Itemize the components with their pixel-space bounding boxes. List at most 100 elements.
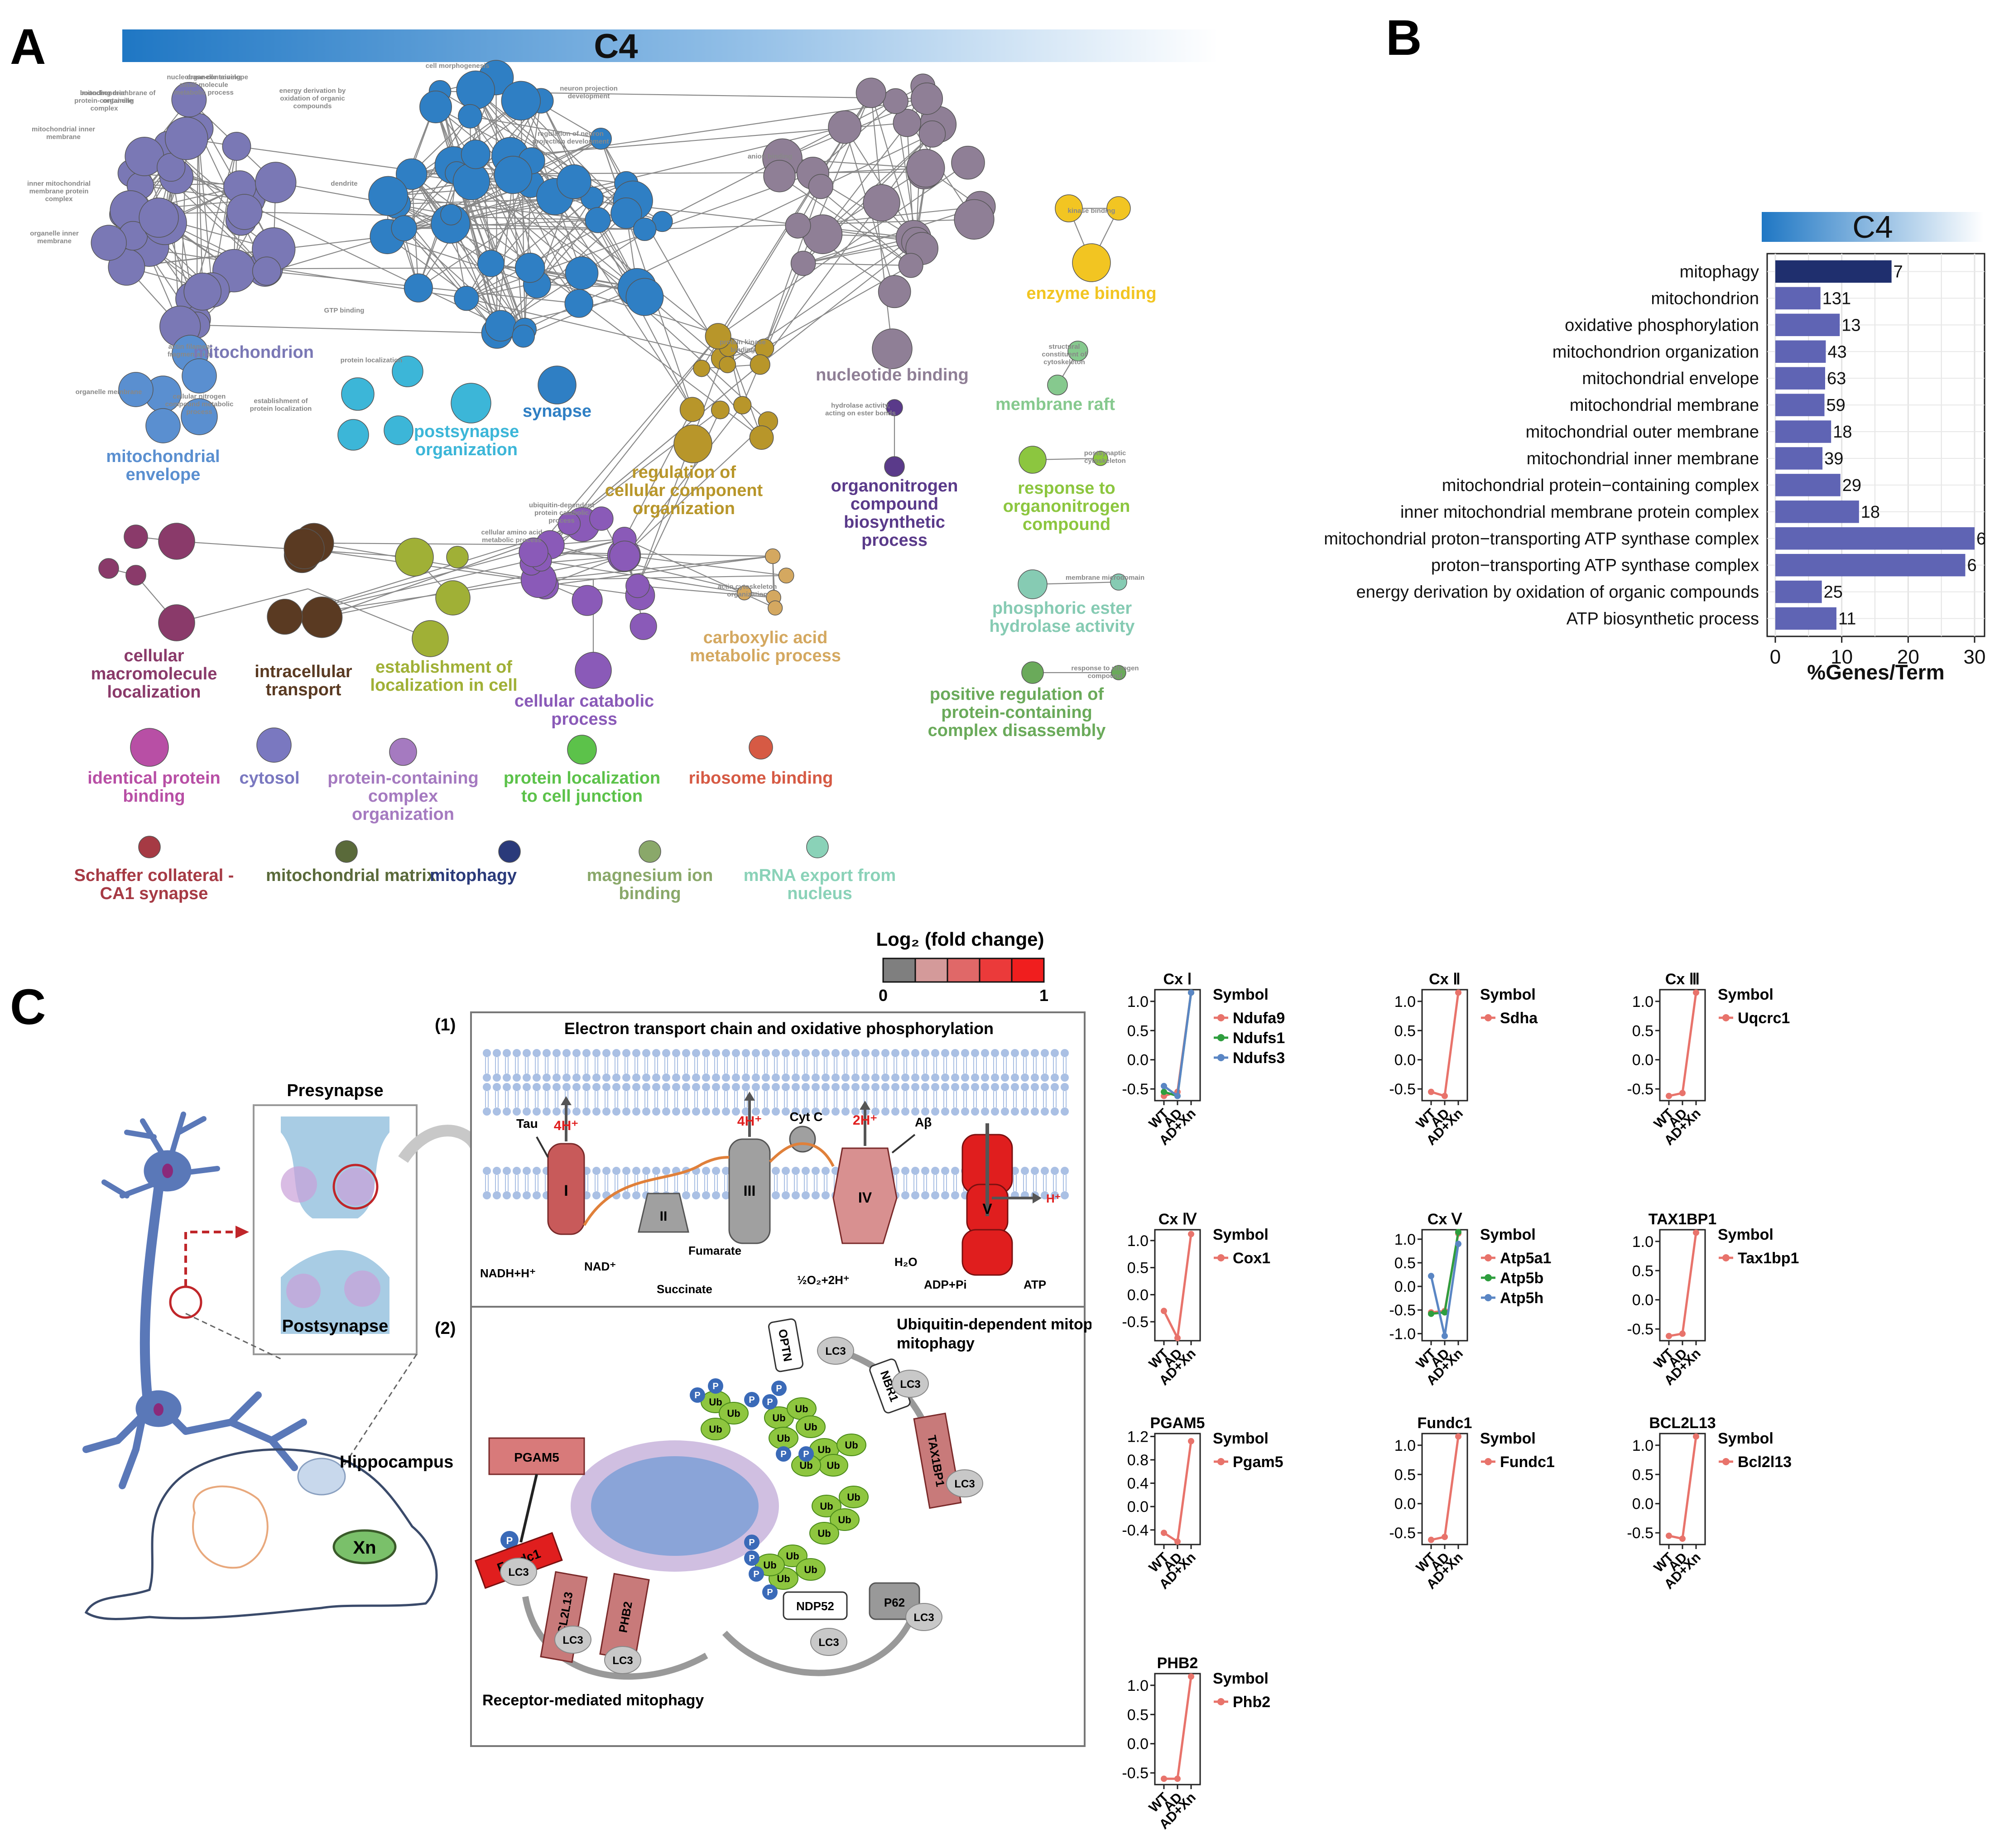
plot-y-tick: 0.0 xyxy=(1127,1736,1149,1753)
xn-dish-icon xyxy=(332,1529,397,1564)
small-term-label: actin cytoskeleton xyxy=(718,583,777,591)
colorbar-swatch xyxy=(947,958,980,983)
plot-frame xyxy=(1154,1673,1201,1785)
ubiquitin-icon xyxy=(719,1402,749,1424)
singleton-label: binding xyxy=(619,884,681,903)
ubiquitin-mitophagy-title: Ubiquitin-dependent mitophagy xyxy=(897,1316,1091,1333)
singleton-label: cytosol xyxy=(239,769,299,788)
plot-y-tick: -0.5 xyxy=(1389,1525,1416,1542)
small-term-label: structural xyxy=(1048,343,1080,351)
small-term-label: cytoskeleton xyxy=(1084,457,1126,465)
plot-y-tick: 1.0 xyxy=(1127,1677,1149,1694)
lc3-label: LC3 xyxy=(954,1478,975,1490)
cluster-label: establishment of xyxy=(375,658,512,677)
receptor-mitophagy-title: Receptor-mediated mitophagy xyxy=(482,1692,704,1709)
ubiquitin-label: Ub xyxy=(799,1460,812,1471)
plot-y-tick: 0.0 xyxy=(1632,1052,1653,1069)
plot-point xyxy=(1428,1536,1434,1543)
bar-count-label: 131 xyxy=(1822,289,1851,308)
cluster-label: protein-containing xyxy=(941,703,1092,722)
small-term-label: establishment of xyxy=(254,397,308,405)
plot-y-tick: 0.0 xyxy=(1394,1278,1416,1295)
bar-count-label: 39 xyxy=(1824,449,1843,468)
plot-y-tick: 0.4 xyxy=(1127,1475,1149,1492)
plot-point xyxy=(1188,1231,1194,1237)
phosphate-icon xyxy=(776,1446,791,1462)
abeta-label: Aβ xyxy=(915,1115,932,1129)
plot-y-tick: 0.5 xyxy=(1127,1706,1149,1723)
singleton-label: mRNA export from xyxy=(744,866,896,885)
plot-point xyxy=(1455,1229,1461,1236)
plot-y-tick: 0.0 xyxy=(1394,1496,1416,1513)
proton-label-3: 2H⁺ xyxy=(853,1113,877,1128)
singleton-node xyxy=(389,738,417,766)
plot-title: Fundc1 xyxy=(1418,1415,1472,1432)
bar-category-label: mitochondrion xyxy=(1651,289,1759,308)
panel-b-banner-text: C4 xyxy=(1852,209,1893,245)
small-term-label: anion binding xyxy=(748,153,792,160)
complex-i-label: I xyxy=(564,1182,568,1199)
synapse-box xyxy=(253,1104,418,1355)
bar-category-label: mitochondrial protein−containing complex xyxy=(1442,476,1759,495)
colorbar-swatch xyxy=(979,958,1013,983)
small-term-label: regulation of neuron xyxy=(538,130,604,138)
cluster-label: phosphoric ester xyxy=(992,599,1132,618)
cluster-label: process xyxy=(551,710,617,729)
small-term-label: constituent of xyxy=(1042,351,1087,358)
singleton-label: complex xyxy=(368,787,438,806)
plot-frame xyxy=(1421,989,1468,1102)
mitochondrion-icon xyxy=(344,1270,380,1307)
brain-icon xyxy=(192,1485,269,1569)
plot-point xyxy=(1174,1092,1181,1099)
cluster-label: compound xyxy=(1023,515,1110,534)
hippocampus-icon xyxy=(297,1458,346,1496)
small-term-label: membrane xyxy=(37,237,72,245)
cluster-label: transport xyxy=(266,680,341,699)
phosphate-label: P xyxy=(767,1588,773,1598)
plot-y-tick: 0.5 xyxy=(1394,1255,1416,1272)
colorbar: 0 1 xyxy=(879,958,1048,1005)
small-term-label: complex xyxy=(91,105,119,112)
bar xyxy=(1775,287,1821,310)
plot-y-tick: 1.0 xyxy=(1632,993,1653,1011)
highlight-circle xyxy=(332,1164,379,1210)
plot-y-tick: 1.0 xyxy=(1394,1437,1416,1454)
cluster-label: compound xyxy=(851,495,938,514)
small-term-label: protein localization xyxy=(341,356,403,364)
plot-point xyxy=(1455,1433,1461,1440)
plot-y-tick: 0.5 xyxy=(1394,1466,1416,1483)
plot-y-tick: -0.5 xyxy=(1627,1081,1653,1098)
small-term-label: protein catabolic xyxy=(534,509,589,517)
legend-entry: Fundc1 xyxy=(1500,1453,1555,1471)
singleton-label: to cell junction xyxy=(521,787,643,806)
ubiquitin-icon xyxy=(796,1558,826,1581)
zoom-arrow-icon xyxy=(184,1231,236,1286)
legend-entry: Uqcrc1 xyxy=(1738,1010,1790,1027)
legend-entry: Atp5h xyxy=(1500,1290,1543,1307)
water-label: H₂O xyxy=(894,1255,918,1269)
bar-count-label: 6 xyxy=(1967,556,1976,575)
panel-a-network: C4 mitochondrialprotein-containingcomple… xyxy=(27,27,1218,903)
lc3-label: LC3 xyxy=(562,1634,583,1646)
small-term-label: process xyxy=(548,517,575,525)
ubiquitin-icon xyxy=(812,1495,841,1517)
legend-entry: Cox1 xyxy=(1233,1250,1270,1267)
plot-point xyxy=(1161,1776,1167,1782)
legend-entry: Phb2 xyxy=(1233,1694,1270,1711)
plot-y-tick: -0.5 xyxy=(1122,1081,1149,1098)
plot-y-tick: 1.0 xyxy=(1127,1232,1149,1250)
plot-point xyxy=(1161,1083,1167,1089)
phosphate-label: P xyxy=(694,1391,700,1400)
plot-y-tick: 0.5 xyxy=(1127,1022,1149,1040)
ubiquitin-mitophagy-title-2: mitophagy xyxy=(897,1335,975,1352)
plot-point xyxy=(1188,1673,1194,1680)
plot-point xyxy=(1188,1438,1194,1444)
phosphate-icon xyxy=(749,1566,764,1582)
ndp52-icon xyxy=(783,1591,848,1620)
plot-y-tick: -0.5 xyxy=(1389,1302,1416,1319)
ubiquitin-icon xyxy=(796,1415,826,1438)
phospho-label: P xyxy=(506,1535,513,1546)
ubiquitin-label: Ub xyxy=(709,1396,722,1408)
